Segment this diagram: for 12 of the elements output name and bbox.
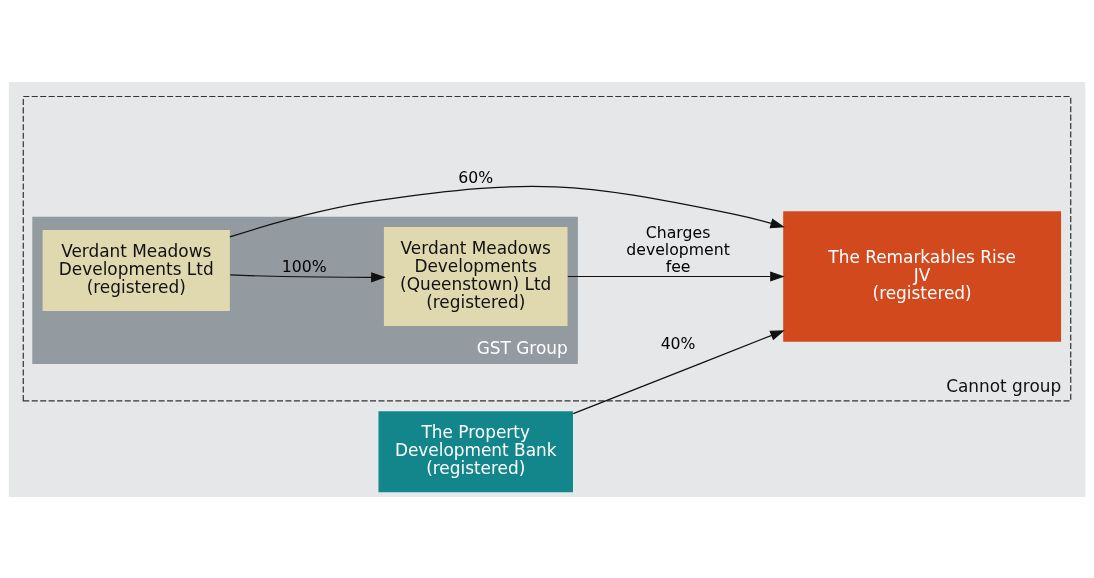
node-box: The Remarkables Rise JV (registered) — [783, 210, 1062, 342]
edge-label: 100% — [281, 256, 327, 276]
node-box: Verdant Meadows Developments (Queenstown) Ltd (registered) — [383, 226, 568, 326]
edge-label: 40% — [660, 333, 696, 353]
node-box: Verdant Meadows Developments Ltd (registered) — [42, 229, 230, 311]
arrow — [229, 271, 386, 282]
edge-label: Charges development fee — [626, 222, 730, 276]
edge-label: 60% — [458, 167, 494, 187]
node-box: The Property Development Bank (registered) — [378, 410, 573, 492]
arrow — [572, 329, 785, 414]
arrow — [229, 185, 785, 238]
arrow — [567, 270, 785, 282]
